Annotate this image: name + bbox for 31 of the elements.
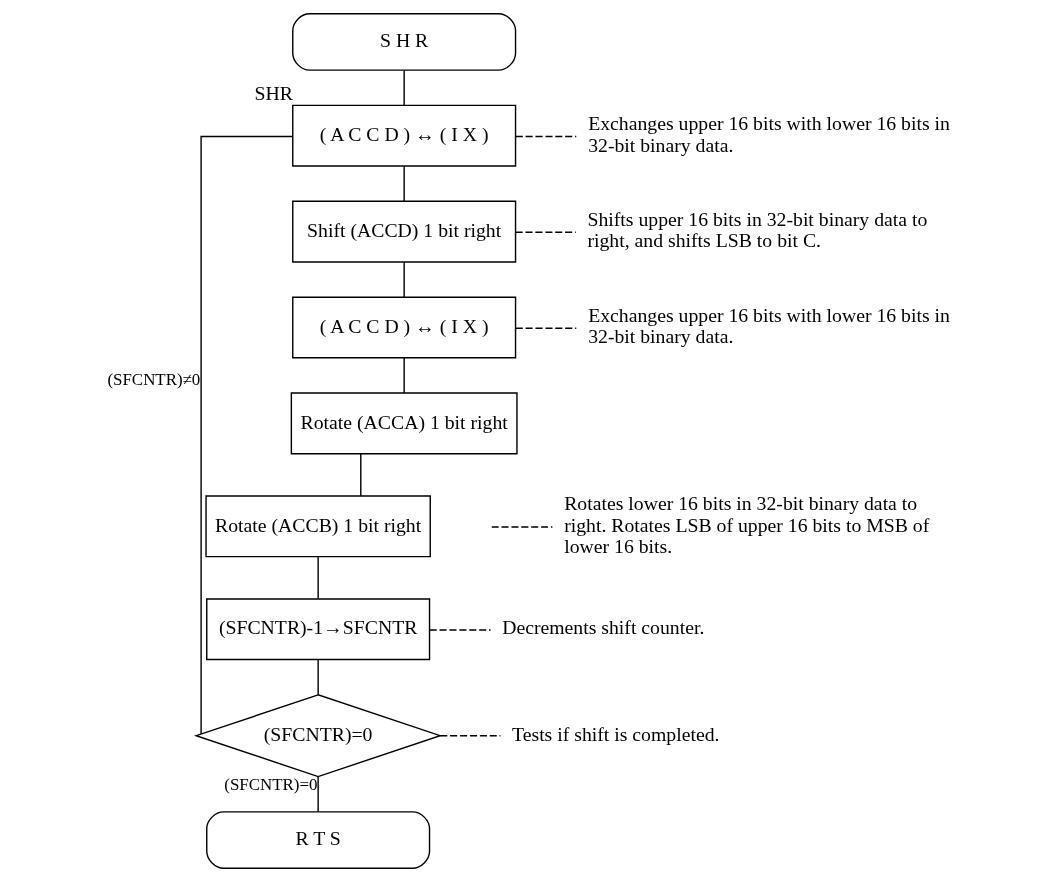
node-box: Rotate (ACCA) 1 bit right — [290, 392, 518, 455]
connector — [403, 261, 405, 298]
node-box: S H R — [292, 13, 517, 71]
connector — [317, 659, 319, 696]
connector — [200, 135, 294, 735]
node-text: Tests if shift is completed. — [512, 722, 720, 745]
node-text: Exchanges upper 16 bits with lower 16 bits in 32-bit binary data. — [588, 112, 950, 156]
connector — [429, 629, 492, 631]
node-diamond: (SFCNTR)=0 — [193, 694, 443, 778]
connector — [403, 165, 405, 202]
node-box: Shift (ACCD) 1 bit right — [292, 200, 517, 263]
node-text: Shifts upper 16 bits in 32-bit binary data to right, and shifts LSB to bit C. — [587, 208, 928, 252]
node-text: Rotates lower 16 bits in 32-bit binary data to right. Rotates LSB of upper 16 bits to MSB of lower 16 bits. — [564, 492, 930, 557]
connector — [403, 69, 405, 107]
connector — [317, 555, 319, 600]
connector — [515, 327, 577, 329]
connector — [403, 357, 405, 394]
node-box: (SFCNTR)-1→SFCNTR — [206, 598, 431, 661]
node-label: SHR — [254, 82, 293, 105]
node-text: Exchanges upper 16 bits with lower 16 bits in 32-bit binary data. — [588, 304, 950, 348]
connector — [491, 526, 554, 528]
edge-label: (SFCNTR)≠0 — [107, 369, 201, 389]
connector — [317, 776, 319, 813]
node-box: R T S — [206, 811, 431, 869]
node-box: Rotate (ACCB) 1 bit right — [205, 495, 431, 558]
node-text: Decrements shift counter. — [502, 616, 705, 639]
node-box: ( A C C D ) ↔ ( I X ) — [292, 296, 517, 359]
connector — [515, 231, 577, 234]
node-box: ( A C C D ) ↔ ( I X ) — [292, 104, 517, 167]
connector — [515, 135, 577, 138]
connector — [360, 453, 362, 497]
